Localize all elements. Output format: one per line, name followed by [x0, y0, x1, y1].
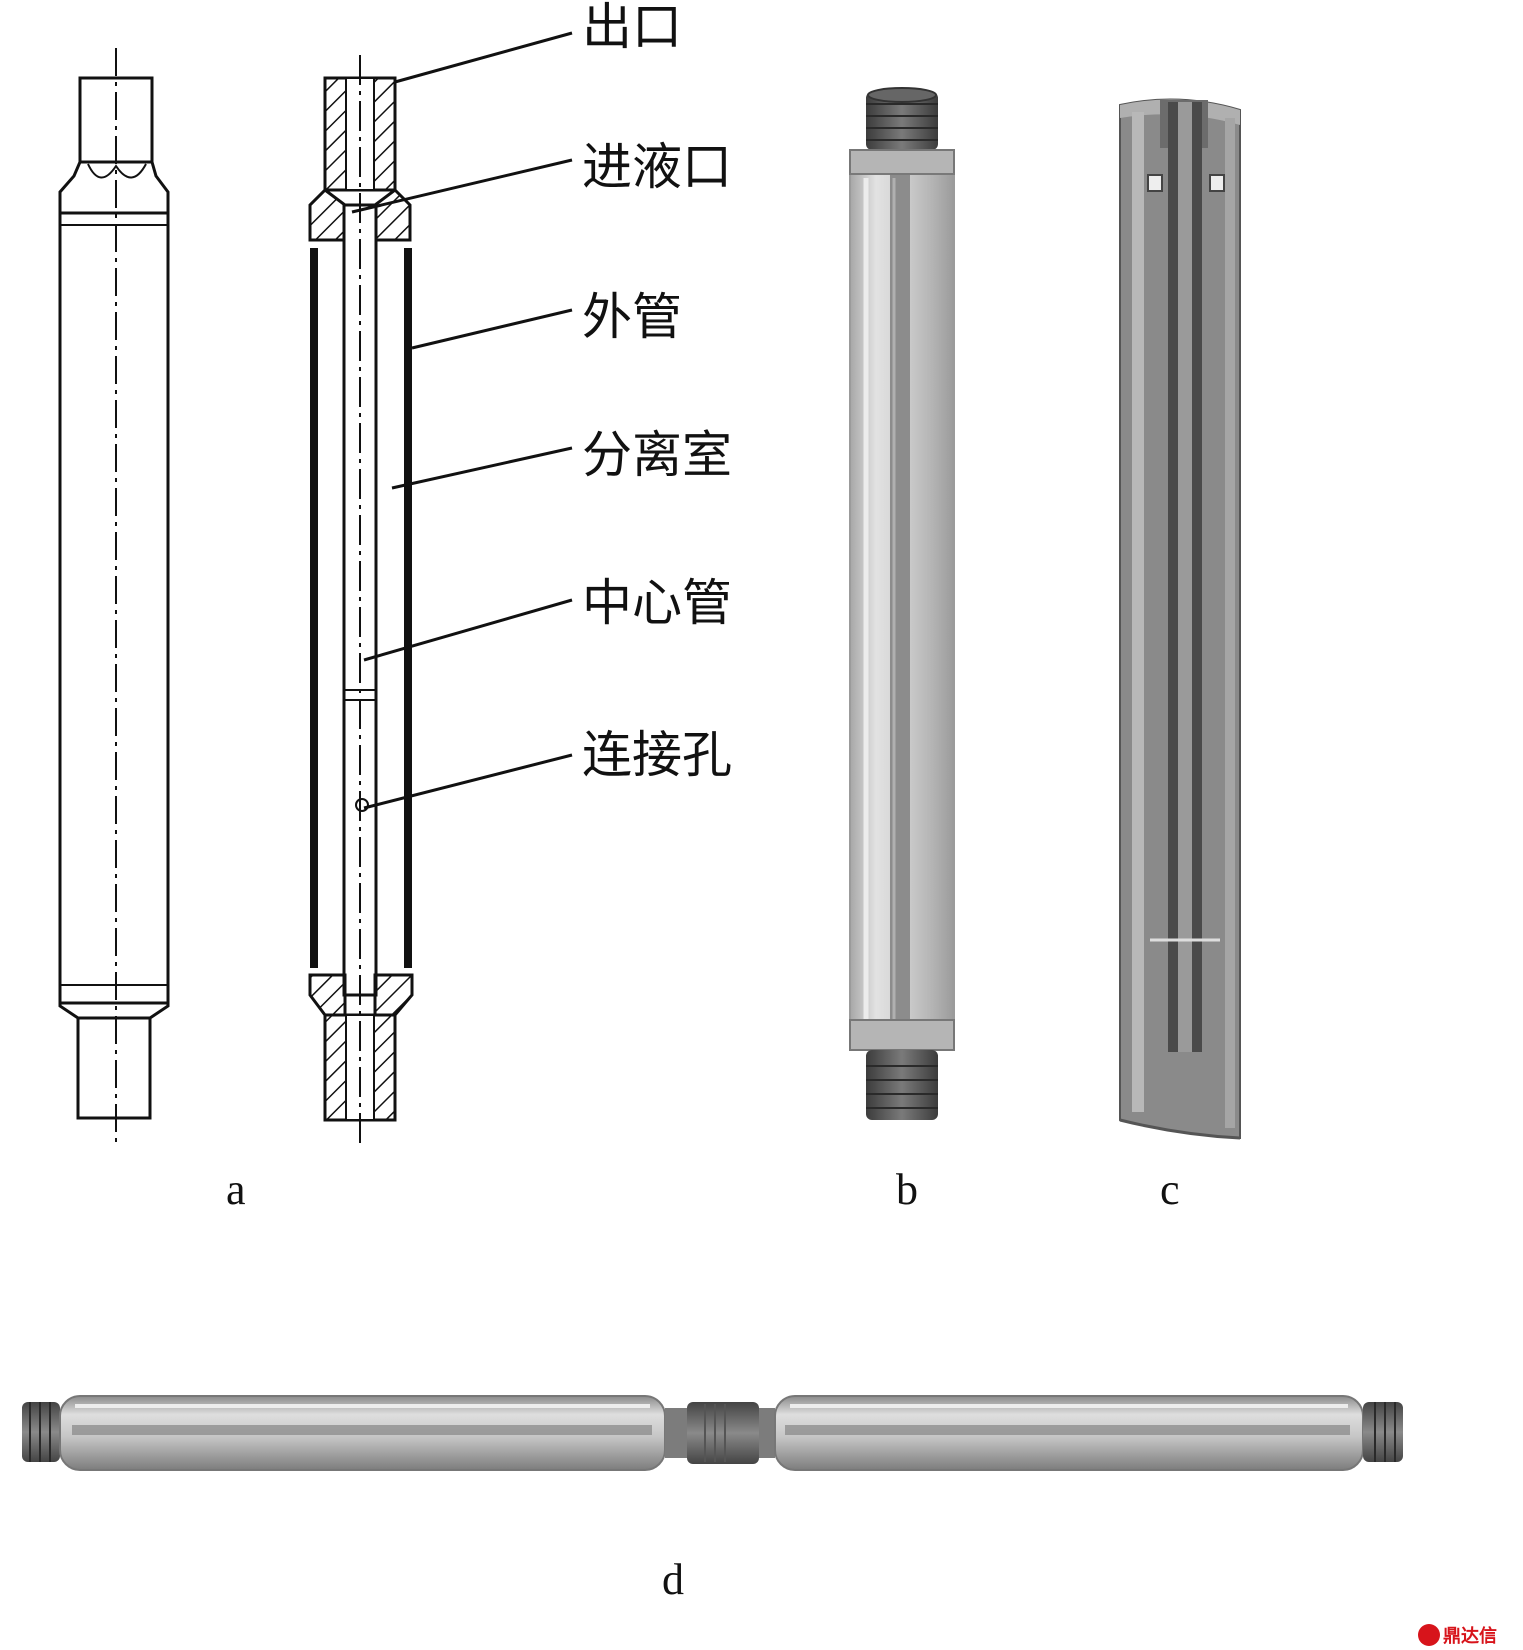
panel-c-cutaway-render [1119, 98, 1241, 1140]
callout-leader-lines [351, 31, 573, 810]
panel-d-assembly-render [22, 1395, 1403, 1471]
leader-separation-chamber [391, 446, 573, 490]
panel-label-a: a [226, 1165, 246, 1214]
panel-b-render [849, 87, 955, 1120]
watermark-logo-icon [1418, 1624, 1440, 1646]
leader-connection-hole [363, 753, 573, 810]
callout-outer-tube: 外管 [582, 288, 682, 346]
panel-a-section-drawing [308, 55, 414, 1148]
leader-inlet [351, 158, 573, 214]
panel-label-c: c [1160, 1165, 1180, 1214]
leader-outer-tube [411, 308, 573, 350]
panel-a-outline-drawing [58, 48, 170, 1148]
callout-inlet: 进液口 [582, 138, 732, 196]
callout-outlet: 出口 [582, 0, 682, 56]
panel-label-d: d [662, 1555, 684, 1604]
leader-center-tube [363, 598, 573, 662]
callout-center-tube: 中心管 [582, 574, 732, 632]
panel-label-b: b [896, 1165, 918, 1214]
watermark-text: 鼎达信 [1443, 1626, 1497, 1647]
watermark: 鼎达信 [1418, 1622, 1497, 1648]
callout-separation-chamber: 分离室 [582, 426, 732, 484]
callout-connection-hole: 连接孔 [582, 726, 732, 784]
leader-outlet [394, 31, 573, 84]
